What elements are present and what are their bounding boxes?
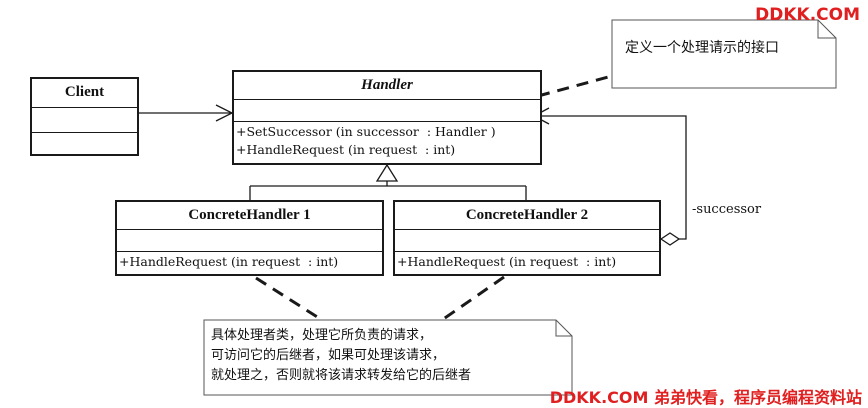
concrete-handler-2-name: ConcreteHandler 2	[395, 202, 659, 230]
concrete-handler-2-operations: +HandleRequest (in request : int)	[395, 252, 659, 274]
note-concrete-line-2: 可访问它的后继者，如果可处理该请求，	[211, 348, 446, 363]
successor-role-label: -successor	[692, 202, 762, 217]
concrete-handler-1-attributes	[117, 230, 382, 252]
concrete-handler-1-name: ConcreteHandler 1	[117, 202, 382, 230]
note-anchor-concrete1	[255, 276, 323, 322]
watermark-bottom: DDKK.COM 弟弟快看，程序员编程资料站	[549, 388, 862, 407]
note-anchor-concrete2	[441, 275, 505, 322]
client-class-name: Client	[32, 79, 137, 108]
client-class: Client	[30, 77, 139, 156]
successor-association	[534, 115, 687, 240]
client-operations	[32, 133, 137, 154]
handler-operations: +SetSuccessor (in successor : Handler ) …	[234, 122, 540, 163]
handler-op-setsuccessor: +SetSuccessor (in successor : Handler )	[236, 124, 496, 139]
note-interface-box	[611, 19, 837, 89]
note-concrete-fold	[555, 320, 572, 337]
note-anchor-handler	[537, 74, 613, 98]
note-concrete-line-3: 就处理之，否则就将该请求转发给它的后继者	[211, 368, 472, 383]
handler-op-handlerequest: +HandleRequest (in request : int)	[236, 142, 456, 157]
aggregation-diamond	[659, 232, 681, 246]
concrete-handler-2-attributes	[395, 230, 659, 252]
note-concrete-line-1: 具体处理者类，处理它所负责的请求，	[211, 328, 433, 343]
concrete-handler-2-op-handlerequest: +HandleRequest (in request : int)	[397, 254, 617, 269]
handler-class-name: Handler	[234, 72, 540, 100]
note-concrete-box	[203, 319, 573, 396]
generalization-triangle	[375, 163, 399, 182]
concrete-handler-2-class: ConcreteHandler 2 +HandleRequest (in req…	[393, 200, 661, 276]
concrete-handler-1-class: ConcreteHandler 1 +HandleRequest (in req…	[115, 200, 384, 276]
handler-attributes	[234, 100, 540, 122]
watermark-top: DDKK.COM	[755, 5, 860, 25]
note-interface-text: 定义一个处理请示的接口	[625, 40, 779, 56]
handler-class: Handler +SetSuccessor (in successor : Ha…	[232, 70, 542, 165]
note-interface-fold	[817, 20, 836, 39]
concrete-handler-1-op-handlerequest: +HandleRequest (in request : int)	[119, 254, 339, 269]
concrete-handler-1-operations: +HandleRequest (in request : int)	[117, 252, 382, 274]
client-attributes	[32, 108, 137, 133]
